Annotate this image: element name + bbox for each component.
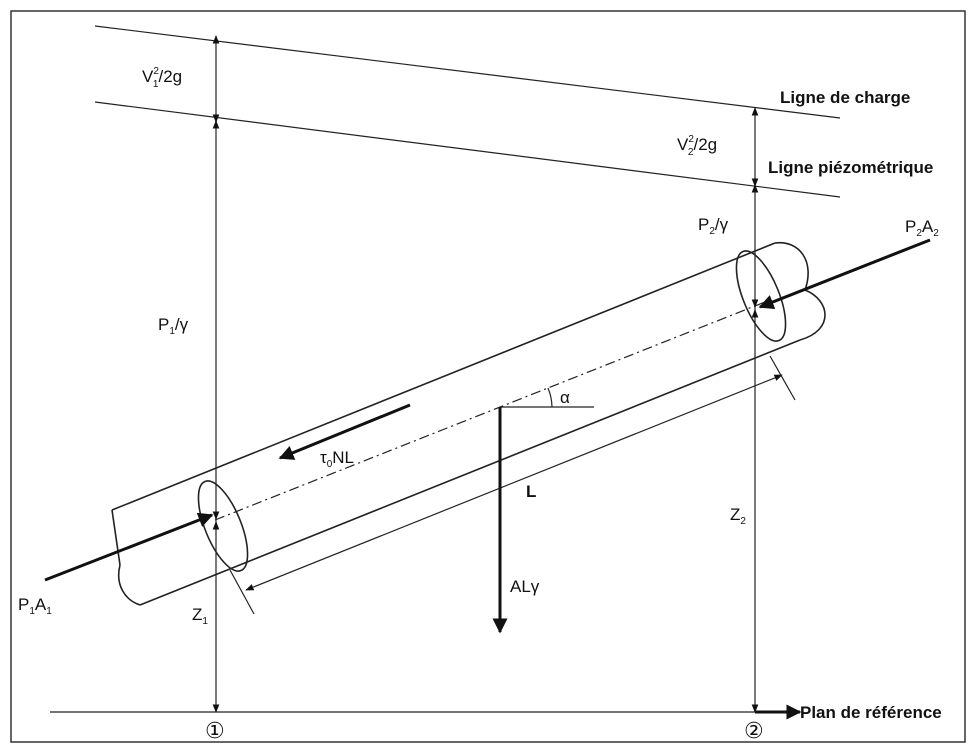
label-energy-line: Ligne de charge: [780, 88, 910, 107]
label-weight: ALγ: [510, 577, 540, 596]
pipe: [111, 242, 826, 606]
label-length: L: [526, 482, 536, 501]
label-datum: Plan de référence: [800, 703, 942, 722]
length-dimension: [245, 374, 783, 591]
label-z2: Z2: [730, 505, 746, 527]
label-p1a1: P1A1: [18, 595, 52, 617]
label-piezo-line: Ligne piézométrique: [768, 158, 933, 177]
pipe-section-1: [197, 480, 249, 572]
pipe-section-2: [735, 250, 787, 342]
figure-frame: [10, 10, 966, 743]
angle-arc: [547, 387, 553, 408]
label-z1: Z1: [192, 605, 208, 627]
p1a1-arrow: [44, 512, 214, 582]
pipe-centerline: [214, 299, 771, 521]
label-p1-gamma: P1/γ: [158, 315, 189, 337]
label-angle: α: [560, 388, 570, 407]
label-shear: τ0NL: [320, 448, 354, 470]
piezometric-line: [94, 101, 841, 198]
label-section2: ②: [744, 719, 764, 744]
label-p2a2: P2A2: [905, 217, 939, 239]
label-p2-gamma: P2/γ: [698, 215, 729, 237]
energy-line: [94, 25, 841, 119]
shear-arrow: [278, 403, 411, 460]
label-section1: ①: [205, 719, 225, 744]
p2a2-arrow: [758, 238, 931, 310]
